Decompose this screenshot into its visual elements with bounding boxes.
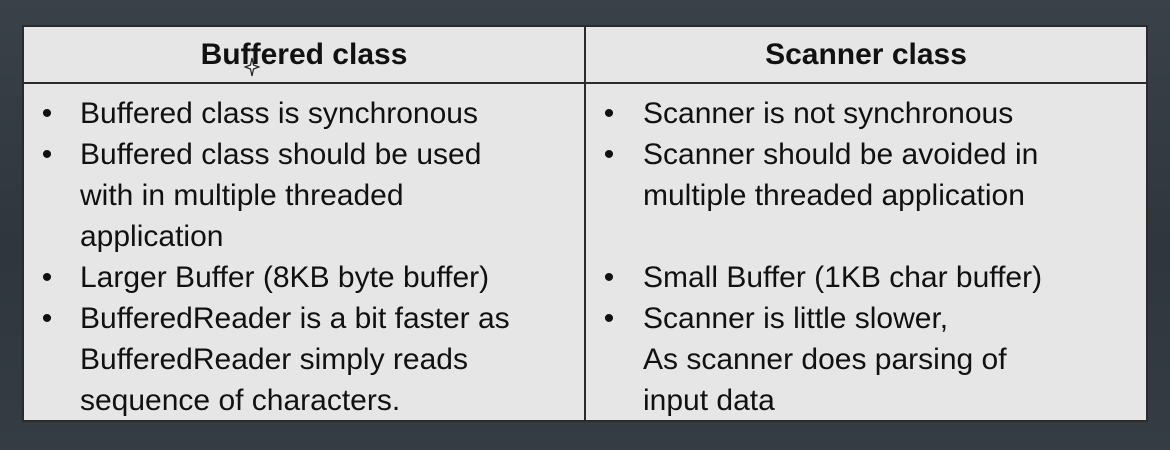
list-item-line: BufferedReader simply reads xyxy=(80,343,468,376)
bullet-marker: • xyxy=(41,138,53,171)
list-item-line: Scanner is little slower, xyxy=(643,302,949,335)
bullet-marker: • xyxy=(41,97,53,130)
bullet-marker: • xyxy=(41,261,53,294)
header-scanner-class: Scanner class xyxy=(586,27,1146,84)
mouse-cursor-icon xyxy=(244,57,260,77)
comparison-table: Buffered class Scanner class • Buffered … xyxy=(22,25,1148,422)
list-item-line: multiple threaded application xyxy=(643,179,1025,212)
bullet-marker: • xyxy=(603,261,615,294)
bullet-marker: • xyxy=(41,302,53,335)
list-item-line: Small Buffer (1KB char buffer) xyxy=(643,261,1043,294)
header-buffered-class: Buffered class xyxy=(24,27,586,84)
list-item-line: Scanner is not synchronous xyxy=(643,97,1014,130)
bullet-marker: • xyxy=(603,138,615,171)
list-item-line: sequence of characters. xyxy=(80,384,401,417)
list-item-line: Larger Buffer (8KB byte buffer) xyxy=(80,261,490,294)
list-item-line: with in multiple threaded xyxy=(80,179,404,212)
list-item-line: Buffered class should be used xyxy=(80,138,482,171)
bullet-marker: • xyxy=(603,97,615,130)
list-item-line: BufferedReader is a bit faster as xyxy=(80,302,510,335)
list-item-line: Scanner should be avoided in xyxy=(643,138,1039,171)
list-item-line: application xyxy=(80,220,224,253)
scanner-class-column: • Scanner is not synchronous • Scanner s… xyxy=(586,84,1146,420)
list-item-line: As scanner does parsing of xyxy=(643,343,1007,376)
bullet-marker: • xyxy=(603,302,615,335)
list-item-line: Buffered class is synchronous xyxy=(80,97,478,130)
buffered-class-column: • Buffered class is synchronous • Buffer… xyxy=(24,84,586,420)
list-item-line: input data xyxy=(643,384,775,417)
